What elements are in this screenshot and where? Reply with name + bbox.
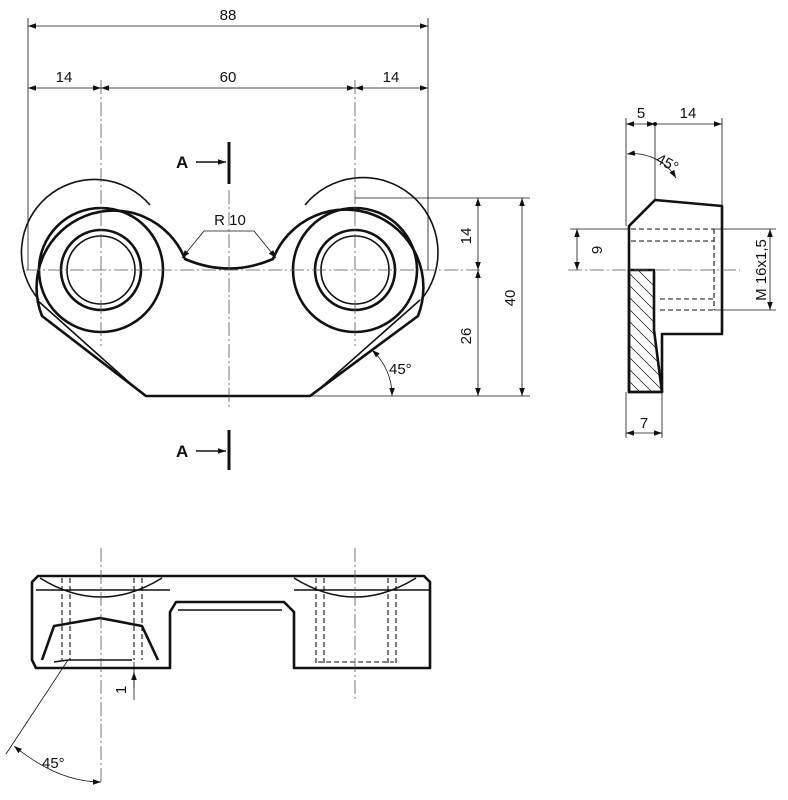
dim-45-bottom: 45° xyxy=(42,755,65,772)
angle-arc-45-bottom xyxy=(13,745,102,785)
dim-14-right: 14 xyxy=(383,69,400,86)
dim-14-vertical: 14 xyxy=(458,228,475,245)
dim-40-vertical: 40 xyxy=(502,290,519,307)
bottom-counterbore-left xyxy=(40,616,160,661)
dim-9: 9 xyxy=(589,246,606,254)
dim-thread: M 16x1,5 xyxy=(753,239,770,301)
front-outer-arc-left xyxy=(20,178,151,301)
radius-leader-left xyxy=(181,230,205,259)
dim-26-vertical: 26 xyxy=(458,328,475,345)
angle-arc-45-side xyxy=(626,150,677,179)
bottom-outline xyxy=(30,574,432,670)
angle-extension xyxy=(5,659,69,755)
section-hatched-region xyxy=(627,268,664,394)
hatching xyxy=(629,270,662,392)
front-outer-arc-right xyxy=(304,176,439,301)
bottom-dimensions: 1 45° xyxy=(5,659,137,785)
side-dimensions: 5 14 45° 9 M 16x1,5 7 xyxy=(570,105,776,438)
dim-7: 7 xyxy=(640,415,648,432)
bottom-view xyxy=(30,548,432,785)
angle-arc-45-front xyxy=(371,349,395,397)
front-outline xyxy=(35,208,425,398)
side-view xyxy=(568,198,740,394)
front-chamfer-right xyxy=(315,299,421,393)
dim-radius: R 10 xyxy=(214,212,246,229)
section-label-top: A xyxy=(176,153,188,172)
dim-45-front: 45° xyxy=(389,361,412,378)
section-markers: A A xyxy=(176,142,231,470)
dim-45-side: 45° xyxy=(653,151,681,177)
front-dimensions: 88 14 60 14 R 10 14 26 40 45° xyxy=(27,7,530,397)
dim-side-5: 5 xyxy=(637,105,645,122)
dim-14-left: 14 xyxy=(56,69,73,86)
section-label-bottom: A xyxy=(176,442,188,461)
dim-1: 1 xyxy=(113,686,130,694)
dim-88: 88 xyxy=(220,7,237,24)
dim-60: 60 xyxy=(220,69,237,86)
dim-side-14: 14 xyxy=(680,105,697,122)
front-chamfer-left xyxy=(36,299,141,393)
radius-leader-right xyxy=(253,230,277,259)
front-view xyxy=(20,80,480,410)
